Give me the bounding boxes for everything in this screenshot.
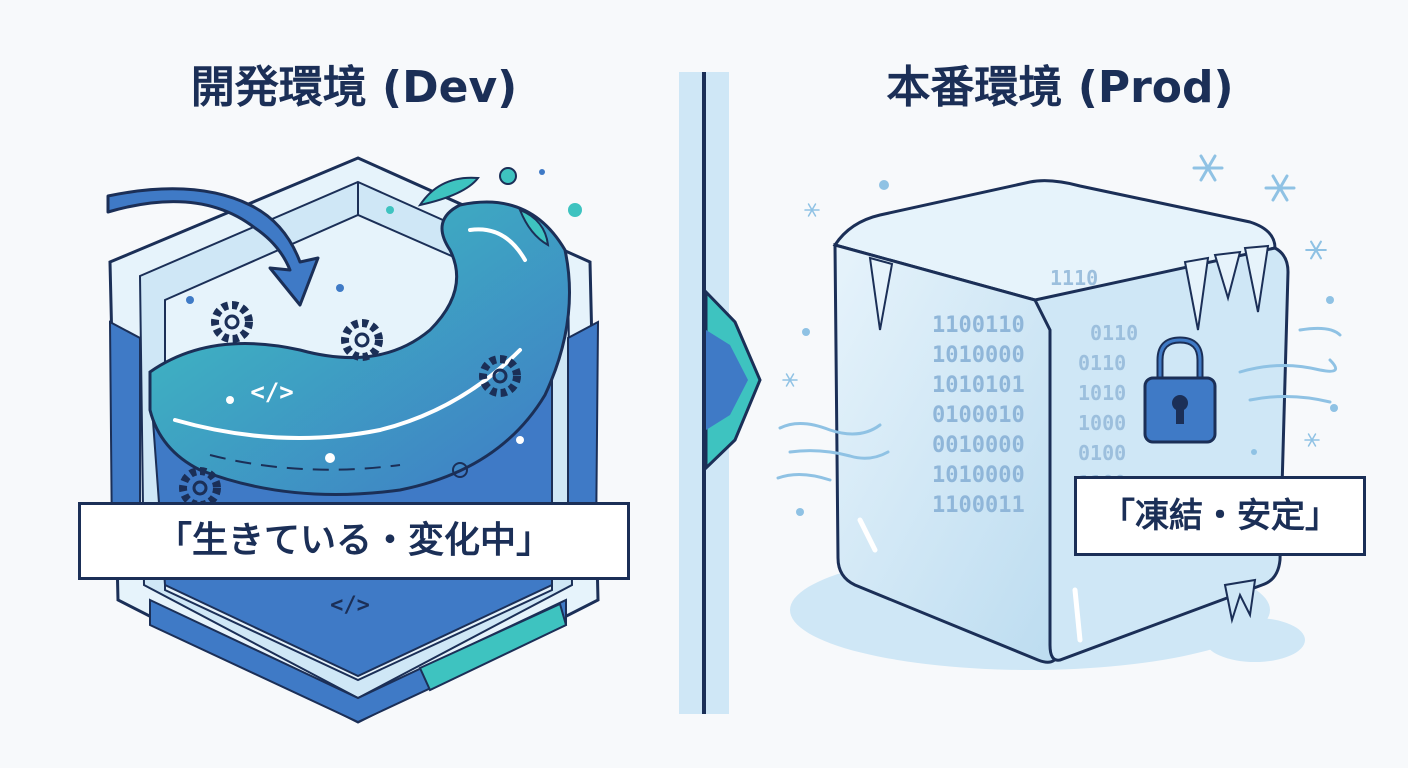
arrow-icon bbox=[106, 187, 320, 307]
binary-line: 0100010 bbox=[932, 403, 1025, 428]
binary-line: 1000 bbox=[1078, 411, 1126, 435]
binary-line: 1110 bbox=[1050, 266, 1098, 290]
prod-label: 「凍結・安定」 bbox=[1074, 476, 1366, 556]
gear-icon bbox=[479, 355, 521, 397]
binary-data: 1100110 1010000 1010101 0100010 0010000 … bbox=[932, 313, 1025, 518]
lock-icon bbox=[1143, 336, 1217, 444]
binary-line: 0110 bbox=[1090, 321, 1138, 345]
binary-line: 1010000 bbox=[932, 463, 1025, 488]
code-tag-icon: </> bbox=[250, 378, 293, 406]
gear-icon bbox=[211, 301, 253, 343]
divider bbox=[679, 72, 762, 714]
gear-icon bbox=[179, 467, 221, 509]
code-tag-icon: </> bbox=[330, 593, 370, 618]
wind-icon bbox=[776, 326, 1342, 482]
binary-line: 0010000 bbox=[932, 433, 1025, 458]
dev-label: 「生きている・変化中」 bbox=[78, 502, 630, 580]
binary-line: 1010 bbox=[1078, 381, 1126, 405]
snowflake-icon bbox=[1305, 240, 1327, 260]
snowflake-icon bbox=[782, 373, 798, 387]
snowflake-icon bbox=[1304, 433, 1320, 447]
snowflake-icon bbox=[1264, 174, 1296, 202]
binary-line: 1010101 bbox=[932, 373, 1025, 398]
gear-icon bbox=[341, 319, 383, 361]
binary-line: 1010000 bbox=[932, 343, 1025, 368]
binary-line: 1100011 bbox=[932, 493, 1025, 518]
binary-line: 1100110 bbox=[932, 313, 1025, 338]
dev-title: 開発環境 (Dev) bbox=[190, 62, 518, 113]
ice-cube bbox=[790, 179, 1305, 670]
snowflake-icon bbox=[804, 203, 820, 217]
prod-title: 本番環境 (Prod) bbox=[886, 62, 1234, 113]
binary-line: 0100 bbox=[1078, 441, 1126, 465]
binary-line: 0110 bbox=[1078, 351, 1126, 375]
wave bbox=[148, 167, 582, 496]
snowflake-icon bbox=[1192, 154, 1224, 182]
